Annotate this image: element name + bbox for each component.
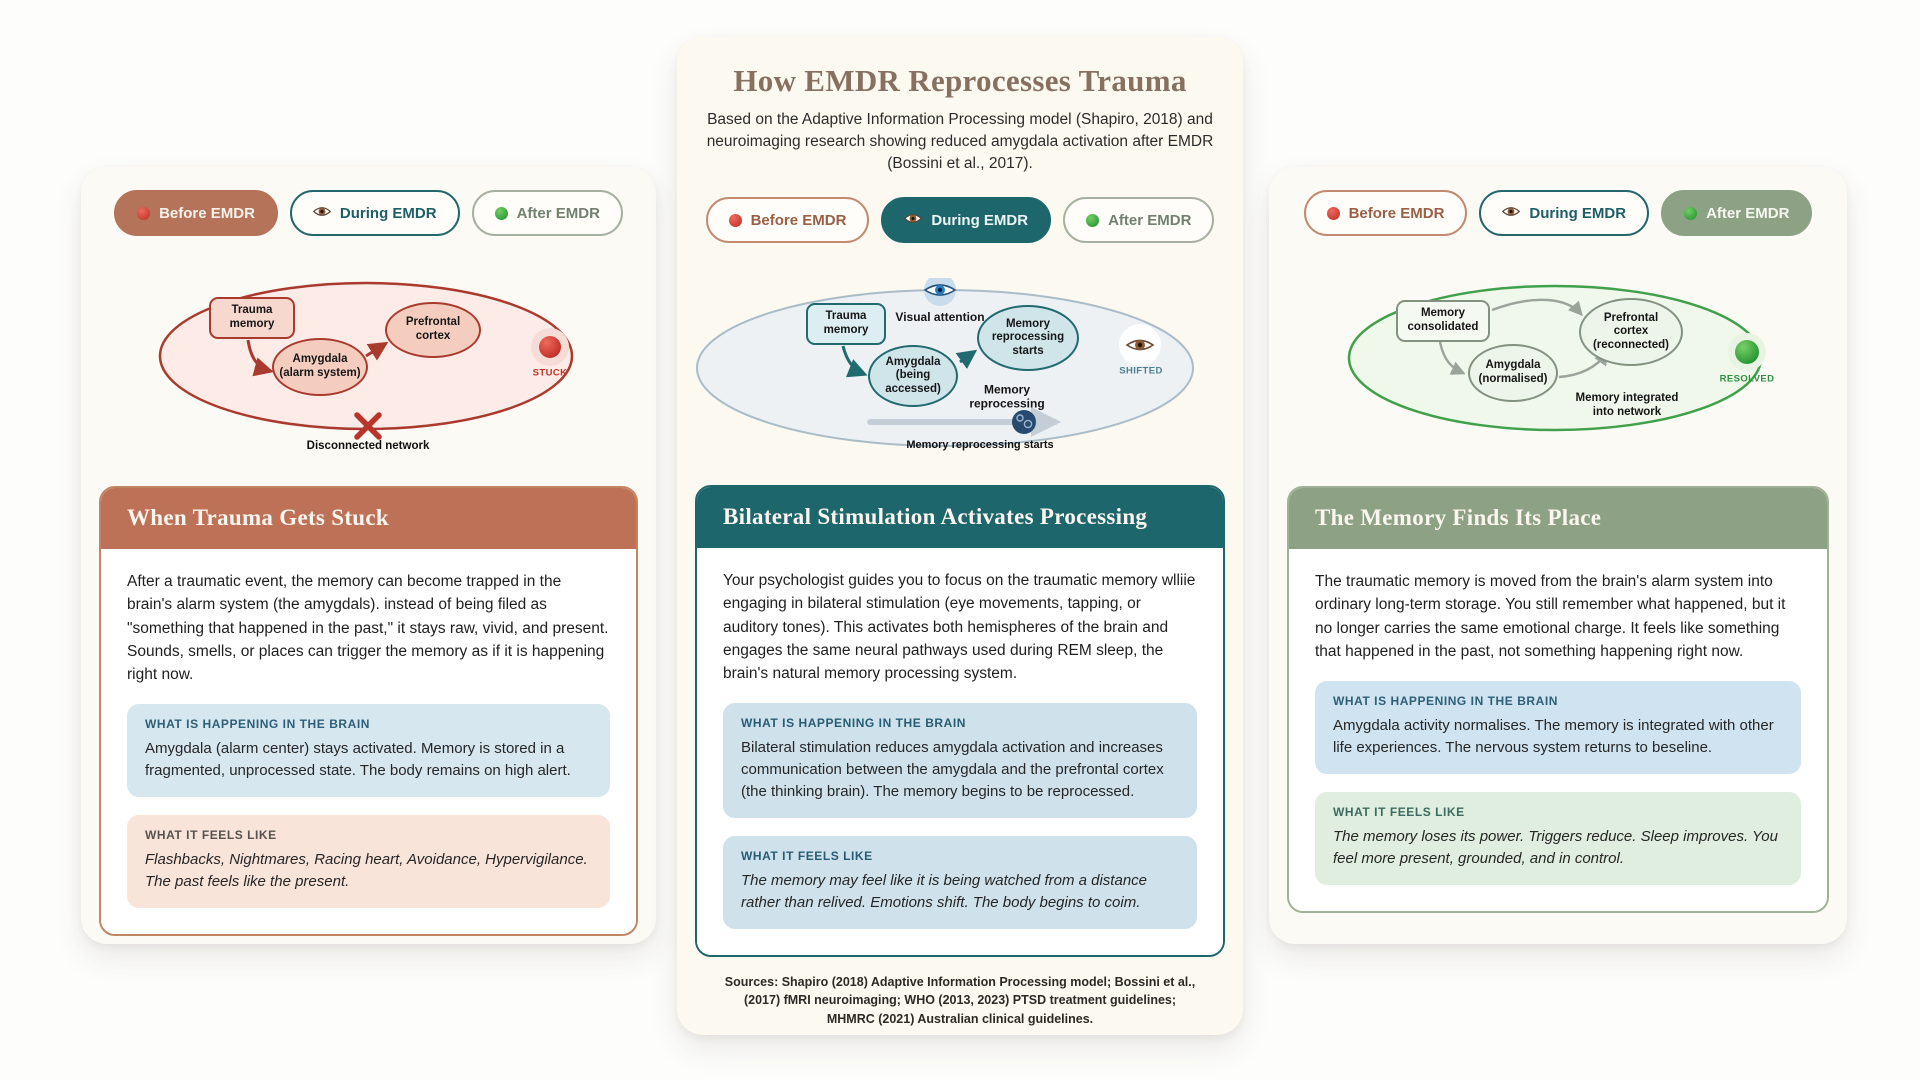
page-title: How EMDR Reprocesses Trauma xyxy=(733,63,1187,98)
green-dot-icon xyxy=(1086,213,1100,227)
tab-during-emdr[interactable]: During EMDR xyxy=(881,197,1052,243)
stuck-status-label: STUCK xyxy=(532,367,568,379)
brain-processing-icon xyxy=(1012,410,1036,434)
eye-icon xyxy=(1502,205,1521,222)
eye-icon xyxy=(312,205,332,222)
feels-info-box: WHAT IT FEELS LIKE The memory loses its … xyxy=(1315,791,1801,885)
card-after-emdr: Before EMDR During EMDR After EMDR xyxy=(1269,167,1847,944)
red-dot-icon xyxy=(728,213,742,227)
tab-label: During EMDR xyxy=(1529,204,1627,222)
memory-reprocessing-label: Memory reprocessing xyxy=(969,382,1045,411)
phase-panel-before: When Trauma Gets Stuck After a traumatic… xyxy=(99,486,638,936)
tab-after-emdr[interactable]: After EMDR xyxy=(1063,197,1215,243)
brain-info-box: WHAT IS HAPPENING IN THE BRAIN Bilateral… xyxy=(723,703,1197,818)
green-dot-icon xyxy=(494,206,508,220)
tab-label: After EMDR xyxy=(1108,211,1192,229)
brain-network-diagram-before: Trauma memory Amygdala (alarm system) Pr… xyxy=(81,274,656,469)
disconnected-x-icon xyxy=(354,412,382,440)
amygdala-node: Amygdala (being accessed) xyxy=(868,345,958,407)
amygdala-node: Amygdala (alarm system) xyxy=(272,338,368,396)
network-ellipse-and-arrows xyxy=(1347,284,1766,432)
green-dot-icon xyxy=(1684,206,1698,220)
phase-description: After a traumatic event, the memory can … xyxy=(127,573,609,683)
sources-footnote: Sources: Shapiro (2018) Adaptive Informa… xyxy=(724,974,1196,1027)
memory-integrated-label: Memory integrated into network xyxy=(1575,392,1679,418)
feels-box-text: The memory may feel like it is being wat… xyxy=(741,871,1148,911)
tab-before-emdr[interactable]: Before EMDR xyxy=(114,190,278,236)
phase-panel-after: The Memory Finds Its Place The traumatic… xyxy=(1287,486,1829,913)
memory-consolidated-node: Memory consolidated xyxy=(1396,300,1490,342)
amygdala-node: Amygdala (normalised) xyxy=(1468,344,1558,402)
page-subtitle: Based on the Adaptive Information Proces… xyxy=(706,111,1214,172)
diagram-caption: Memory reprocessing starts xyxy=(906,439,1054,451)
phase-tabs-during-card: Before EMDR During EMDR After EMDR xyxy=(677,197,1243,243)
panel-heading: When Trauma Gets Stuck xyxy=(101,488,636,549)
brain-box-text: Amygdala (alarm center) stays activated.… xyxy=(145,740,571,780)
resolved-status-label: RESOLVED xyxy=(1719,373,1775,385)
tab-before-emdr[interactable]: Before EMDR xyxy=(1303,190,1468,236)
feels-box-text: Flashbacks, Nightmares, Racing heart, Av… xyxy=(145,851,588,890)
feels-info-box: WHAT IT FEELS LIKE The memory may feel l… xyxy=(723,835,1197,929)
panel-heading: Bilateral Stimulation Activates Processi… xyxy=(697,487,1223,548)
tab-after-emdr[interactable]: After EMDR xyxy=(471,190,623,236)
phase-tabs-after-card: Before EMDR During EMDR After EMDR xyxy=(1269,190,1847,236)
trauma-memory-node: Trauma memory xyxy=(806,303,886,345)
tab-label: After EMDR xyxy=(516,204,600,222)
tab-during-emdr[interactable]: During EMDR xyxy=(1479,190,1650,236)
brain-box-label: WHAT IS HAPPENING IN THE BRAIN xyxy=(145,717,370,732)
panel-heading: The Memory Finds Its Place xyxy=(1289,488,1827,549)
tab-label: Before EMDR xyxy=(1348,204,1445,222)
brain-box-label: WHAT IS HAPPENING IN THE BRAIN xyxy=(741,716,966,731)
tab-during-emdr[interactable]: During EMDR xyxy=(289,190,460,236)
brain-info-box: WHAT IS HAPPENING IN THE BRAIN Amygdala … xyxy=(127,704,610,798)
red-dot-icon xyxy=(1326,206,1340,220)
feels-box-text: The memory loses its power. Triggers red… xyxy=(1333,827,1778,867)
panel-body: The traumatic memory is moved from the b… xyxy=(1289,549,1827,911)
card-before-emdr: Before EMDR During EMDR After EMDR xyxy=(81,167,656,944)
prefrontal-cortex-node: Prefrontal cortex xyxy=(385,302,481,358)
brain-box-label: WHAT IS HAPPENING IN THE BRAIN xyxy=(1333,694,1558,708)
tab-label: During EMDR xyxy=(339,204,437,222)
memory-reprocessing-node: Memory reprocessing starts xyxy=(977,305,1079,371)
panel-body: Your psychologist guides you to focus on… xyxy=(697,548,1223,955)
brain-box-text: Bilateral stimulation reduces amygdala a… xyxy=(741,739,1164,801)
prefrontal-cortex-node: Prefrontal cortex (reconnected) xyxy=(1579,298,1683,366)
tab-label: Before EMDR xyxy=(750,211,847,229)
red-dot-icon xyxy=(137,206,151,220)
tab-before-emdr[interactable]: Before EMDR xyxy=(705,197,870,243)
phase-description: Your psychologist guides you to focus on… xyxy=(723,572,1196,682)
feels-box-label: WHAT IT FEELS LIKE xyxy=(145,828,277,843)
feels-info-box: WHAT IT FEELS LIKE Flashbacks, Nightmare… xyxy=(127,815,610,908)
phase-description: The traumatic memory is moved from the b… xyxy=(1315,573,1786,660)
tab-after-emdr[interactable]: After EMDR xyxy=(1661,190,1813,236)
tab-label: Before EMDR xyxy=(159,204,255,222)
feels-box-label: WHAT IT FEELS LIKE xyxy=(1333,804,1465,819)
phase-panel-during: Bilateral Stimulation Activates Processi… xyxy=(695,485,1225,957)
brain-network-diagram-after: Memory consolidated Amygdala (normalised… xyxy=(1269,274,1847,469)
brain-info-box: WHAT IS HAPPENING IN THE BRAIN Amygdala … xyxy=(1315,681,1801,774)
tab-label: During EMDR xyxy=(931,211,1029,229)
panel-body: After a traumatic event, the memory can … xyxy=(101,549,636,934)
tab-label: After EMDR xyxy=(1706,204,1790,222)
brain-box-text: Amygdala activity normalises. The memory… xyxy=(1333,717,1774,756)
feels-box-label: WHAT IT FEELS LIKE xyxy=(741,848,873,863)
card-during-emdr: How EMDR Reprocesses Trauma Based on the… xyxy=(677,37,1243,1035)
shifted-status-label: SHIFTED xyxy=(1119,365,1163,377)
diagram-caption: Disconnected network xyxy=(306,440,430,452)
trauma-memory-node: Trauma memory xyxy=(209,297,295,339)
eye-icon xyxy=(904,212,923,229)
visual-attention-label: Visual attention xyxy=(895,309,985,324)
brain-network-diagram-during: Visual attention Trauma memory Amygdala … xyxy=(677,278,1243,463)
phase-tabs-before-card: Before EMDR During EMDR After EMDR xyxy=(81,190,656,236)
